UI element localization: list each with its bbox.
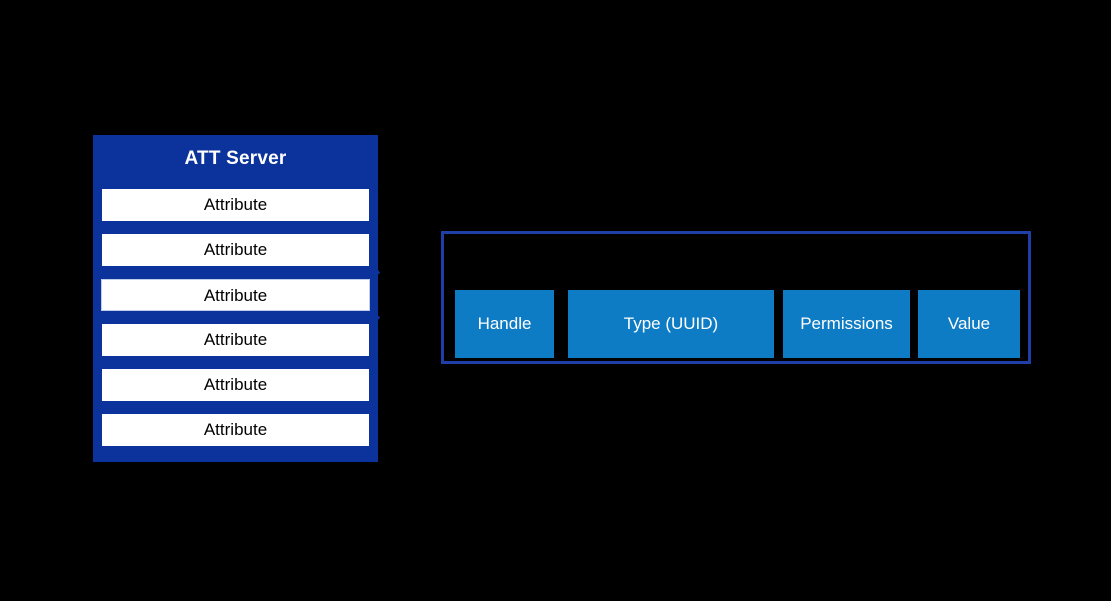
- att-server-box: ATT Server Attribute Attribute Attribute…: [93, 135, 378, 462]
- field-box-value: Value: [918, 290, 1020, 358]
- att-server-title: ATT Server: [184, 148, 287, 169]
- attribute-row: Attribute: [102, 369, 369, 401]
- attribute-row: Attribute: [102, 189, 369, 221]
- attribute-row: Attribute: [102, 414, 369, 446]
- attribute-row: Attribute: [102, 234, 369, 266]
- field-box-permissions: Permissions: [783, 290, 910, 358]
- attribute-row-highlighted: Attribute: [101, 279, 370, 311]
- field-box-handle: Handle: [455, 290, 554, 358]
- attribute-row: Attribute: [102, 324, 369, 356]
- attribute-structure-panel: Handle Type (UUID) Permissions Value: [441, 231, 1031, 364]
- field-box-type-uuid: Type (UUID): [568, 290, 774, 358]
